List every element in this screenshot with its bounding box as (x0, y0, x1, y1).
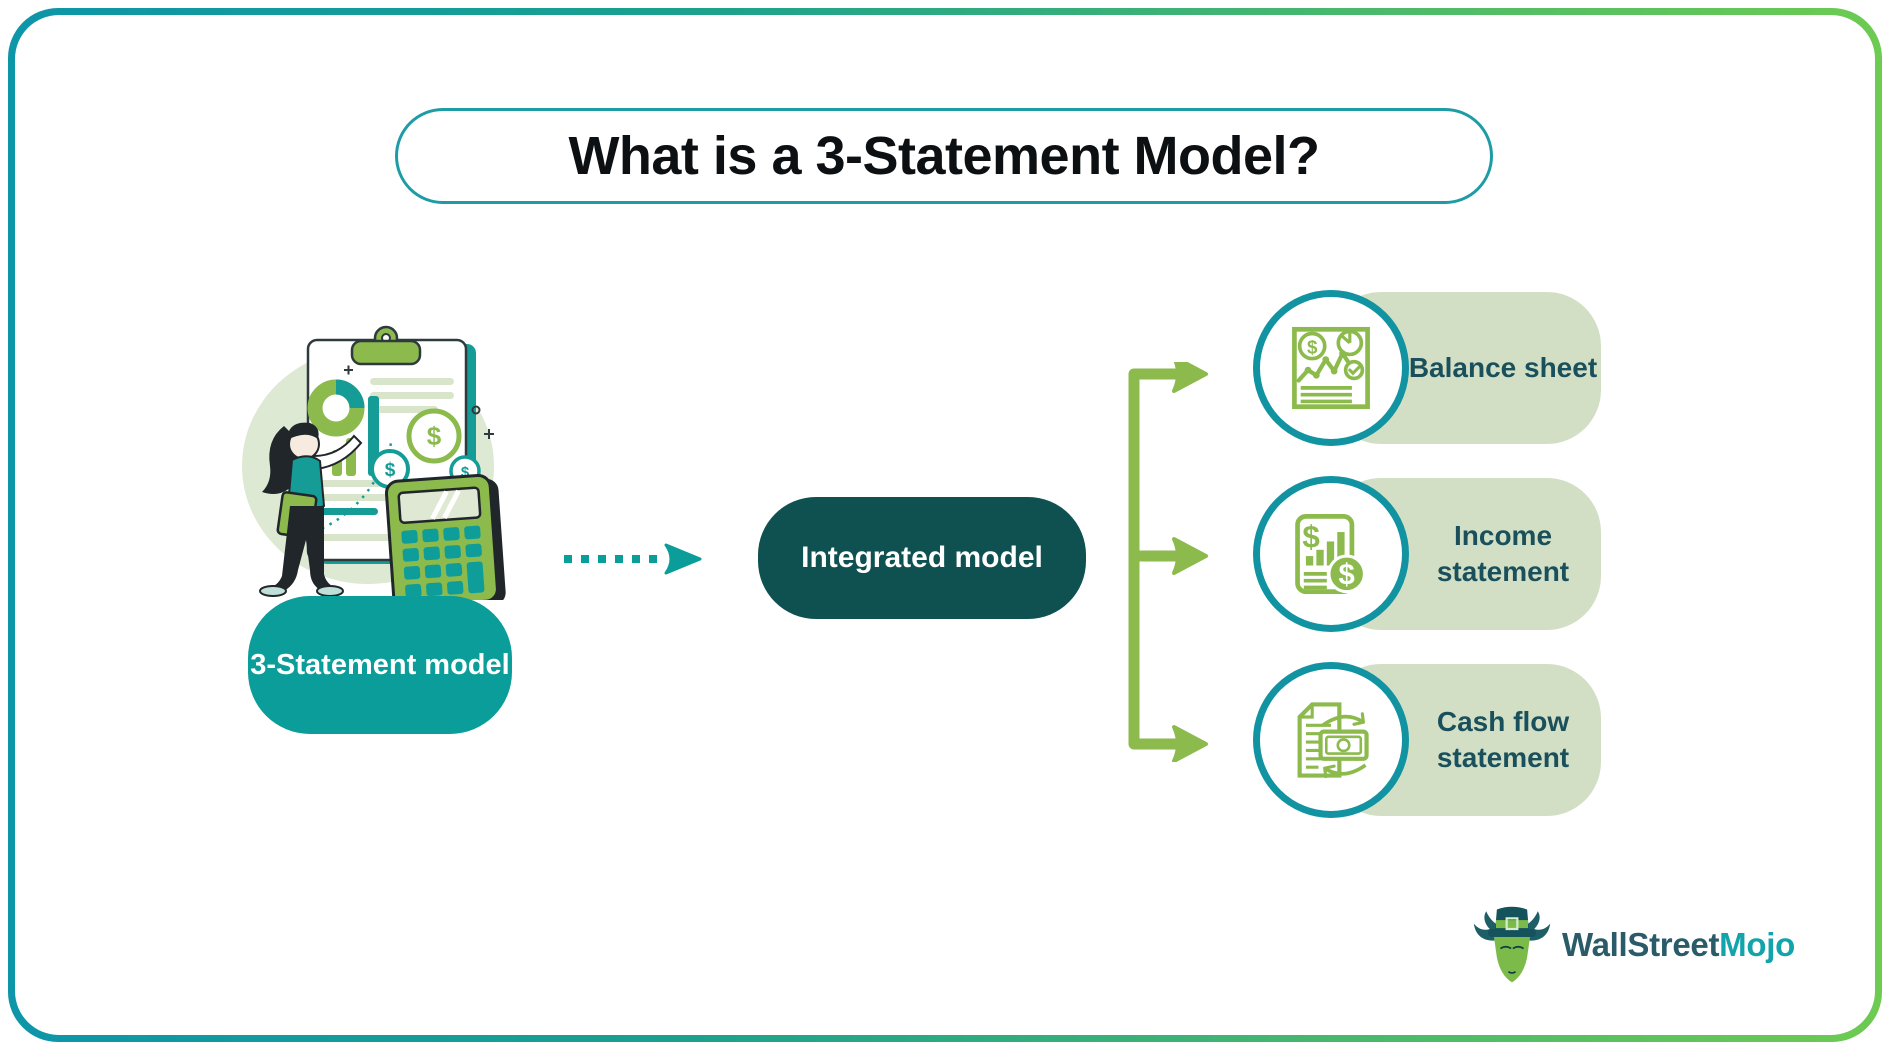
three-statement-model-node: 3-Statement model (248, 596, 512, 734)
three-statement-model-label: 3-Statement model (250, 648, 510, 681)
integrated-model-node: Integrated model (758, 497, 1086, 619)
svg-text:$: $ (1302, 520, 1319, 555)
output-income-statement: $ $ Income statement (1253, 476, 1613, 632)
income-statement-icon: $ $ (1295, 514, 1367, 594)
dotted-arrow-icon (564, 543, 702, 575)
brand-wordmark: WallStreetMojo (1562, 926, 1795, 964)
svg-text:$: $ (385, 460, 396, 481)
brand-first: WallStreet (1562, 926, 1720, 963)
accounting-illustration: $ $ $ (242, 325, 506, 600)
cash-flow-statement-icon (1297, 702, 1369, 779)
bull-mascot-icon (1473, 906, 1551, 983)
person-figure (259, 422, 363, 597)
svg-text:$: $ (427, 421, 442, 451)
branch-connector (1128, 362, 1208, 762)
wallstreetmojo-logo: WallStreetMojo (1472, 898, 1852, 992)
output-cash-flow-statement: Cash flow statement (1253, 662, 1613, 818)
output-balance-sheet: $ Balance sheet (1253, 290, 1613, 446)
svg-text:$: $ (1339, 559, 1355, 591)
cash-flow-statement-label: Cash flow statement (1436, 705, 1570, 773)
balance-sheet-label: Balance sheet (1408, 351, 1598, 383)
integrated-model-label: Integrated model (801, 541, 1043, 574)
svg-text:$: $ (461, 464, 470, 481)
brand-second: Mojo (1719, 926, 1795, 963)
income-statement-label: Income statement (1436, 519, 1570, 587)
svg-text:$: $ (1307, 336, 1318, 357)
title-banner: What is a 3-Statement Model? (395, 108, 1493, 204)
balance-sheet-icon: $ (1292, 326, 1370, 410)
calculator-icon (384, 473, 506, 600)
page-title: What is a 3-Statement Model? (568, 126, 1320, 186)
